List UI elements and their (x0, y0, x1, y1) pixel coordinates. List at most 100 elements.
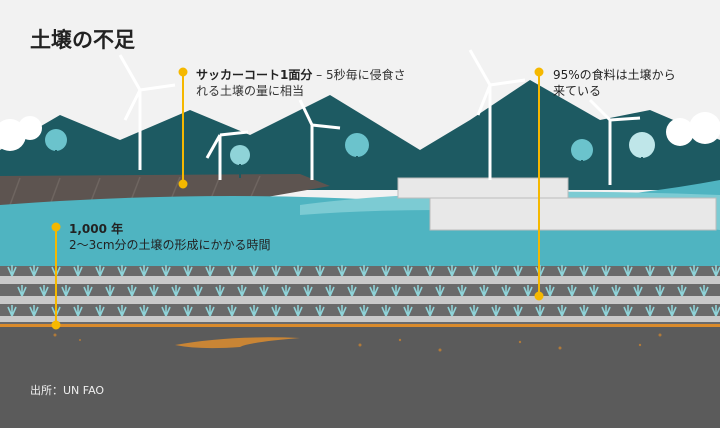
crop-sprout-icon (633, 285, 643, 297)
crop-sprout-icon (271, 265, 281, 277)
wind-turbines (118, 49, 641, 185)
crop-sprout-icon (589, 285, 599, 297)
formation-highlight: 1,000 年 (69, 222, 124, 236)
crop-sprout-icon (557, 265, 567, 277)
crop-sprout-icon (667, 305, 677, 317)
crop-sprout-icon (271, 305, 281, 317)
crop-sprout-icon (139, 265, 149, 277)
crop-sprout-icon (645, 265, 655, 277)
crop-sprout-icon (447, 305, 457, 317)
crop-sprout-icon (315, 305, 325, 317)
crop-sprout-icon (29, 305, 39, 317)
crop-sprout-icon (623, 305, 633, 317)
crop-sprout-icon (447, 265, 457, 277)
soil-line (0, 324, 720, 327)
crop-sprout-icon (567, 285, 577, 297)
crop-sprout-icon (601, 305, 611, 317)
crop-sprout-icon (171, 285, 181, 297)
crop-sprout-icon (711, 305, 720, 317)
crop-sprout-icon (347, 285, 357, 297)
crop-sprout-icon (17, 285, 27, 297)
crop-sprout-icon (579, 305, 589, 317)
crop-sprout-icon (315, 265, 325, 277)
crop-sprout-icon (105, 285, 115, 297)
crop-sprout-icon (699, 285, 709, 297)
crop-sprout-icon (325, 285, 335, 297)
annotation-markers (51, 67, 544, 330)
crop-sprout-icon (457, 285, 467, 297)
crop-sprout-icon (369, 285, 379, 297)
crop-sprout-icon (425, 305, 435, 317)
crop-sprout-icon (161, 265, 171, 277)
crop-sprout-icon (403, 305, 413, 317)
trees (45, 129, 655, 188)
crop-sprout-icon (391, 285, 401, 297)
crop-sprout-icon (413, 285, 423, 297)
crop-sprout-icon (523, 285, 533, 297)
crop-sprout-icon (579, 265, 589, 277)
crop-sprout-icon (95, 305, 105, 317)
crop-sprout-icon (545, 285, 555, 297)
crop-sprout-icon (215, 285, 225, 297)
crop-sprout-icon (249, 305, 259, 317)
crop-sprout-icon (689, 305, 699, 317)
crop-sprout-icon (117, 305, 127, 317)
crop-sprout-icon (183, 265, 193, 277)
crop-sprout-icon (359, 305, 369, 317)
annotation-food: 95%の食料は土壌から 来ている (553, 67, 676, 99)
food-text-1: 95%の食料は土壌から (553, 68, 676, 82)
clouds (0, 112, 720, 151)
crop-sprout-icon (193, 285, 203, 297)
crop-sprout-icon (61, 285, 71, 297)
erosion-text-2: れる土壌の量に相当 (196, 84, 305, 98)
crop-sprout-icon (513, 265, 523, 277)
crop-sprout-icon (435, 285, 445, 297)
subsoil (0, 327, 720, 428)
crop-sprout-icon (161, 305, 171, 317)
crop-sprout-icon (403, 265, 413, 277)
crop-sprout-icon (337, 305, 347, 317)
crop-sprout-icon (359, 265, 369, 277)
crop-sprout-icon (491, 305, 501, 317)
crop-sprout-icon (381, 265, 391, 277)
crop-sprout-icon (149, 285, 159, 297)
annotation-formation: 1,000 年 2〜3cm分の土壌の形成にかかる時間 (69, 221, 271, 253)
crop-sprout-icon (205, 265, 215, 277)
crop-sprout-icon (677, 285, 687, 297)
crop-sprout-icon (39, 285, 49, 297)
crop-sprout-icon (667, 265, 677, 277)
crop-plants (7, 265, 720, 317)
crop-sprout-icon (381, 305, 391, 317)
crop-sprout-icon (249, 265, 259, 277)
crop-sprout-icon (501, 285, 511, 297)
crop-sprout-icon (513, 305, 523, 317)
crop-sprout-icon (469, 265, 479, 277)
crop-sprout-icon (535, 305, 545, 317)
crop-sprout-icon (479, 285, 489, 297)
crop-sprout-icon (73, 265, 83, 277)
crop-sprout-icon (7, 305, 17, 317)
greenhouses (397, 177, 717, 231)
crop-sprout-icon (711, 265, 720, 277)
crop-sprout-icon (293, 305, 303, 317)
crop-sprout-icon (127, 285, 137, 297)
crop-sprout-icon (655, 285, 665, 297)
annotation-erosion: サッカーコート1面分 – 5秒毎に侵食さ れる土壌の量に相当 (196, 67, 406, 99)
crop-sprout-icon (237, 285, 247, 297)
soil-deposit (175, 337, 300, 349)
crop-sprout-icon (73, 305, 83, 317)
crop-sprout-icon (183, 305, 193, 317)
erosion-text-1: – 5秒毎に侵食さ (312, 68, 406, 82)
crop-sprout-icon (689, 265, 699, 277)
crop-sprout-icon (227, 265, 237, 277)
crop-sprout-icon (645, 305, 655, 317)
crop-sprout-icon (303, 285, 313, 297)
crop-sprout-icon (623, 265, 633, 277)
page-title: 土壌の不足 (30, 28, 135, 52)
crop-sprout-icon (259, 285, 269, 297)
crop-rows (0, 266, 720, 326)
crop-sprout-icon (601, 265, 611, 277)
crop-sprout-icon (95, 265, 105, 277)
crop-sprout-icon (7, 265, 17, 277)
